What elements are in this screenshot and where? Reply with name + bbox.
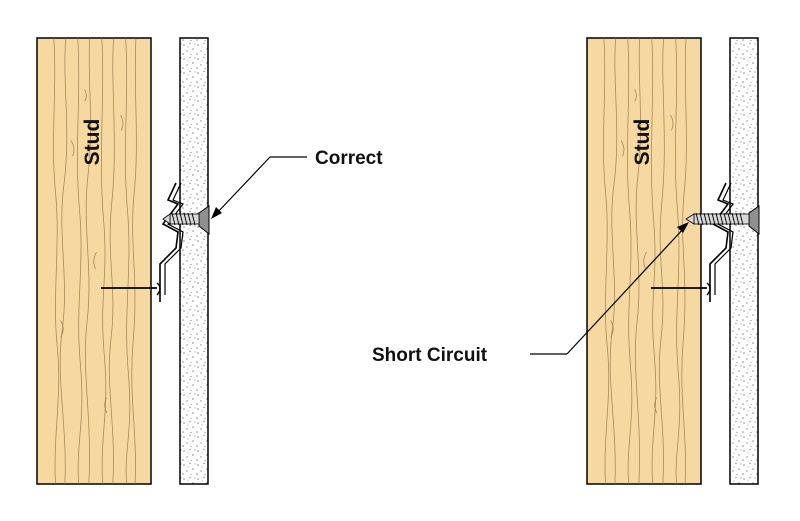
resilient-channel-right [709,182,730,302]
callout-label-short-circuit: Short Circuit [372,345,488,366]
left-panel: Stud Correct [36,37,383,485]
screw-short-circuit [685,205,760,236]
resilient-channel-left [159,182,180,302]
right-panel: Stud Short Circuit [372,37,760,485]
callout-label-correct: Correct [315,148,383,169]
drywall-right [729,37,759,485]
drywall-left [179,37,209,485]
stud-label-right: Stud [631,119,654,166]
screw-correct [162,205,210,236]
stud-label-left: Stud [81,119,104,166]
